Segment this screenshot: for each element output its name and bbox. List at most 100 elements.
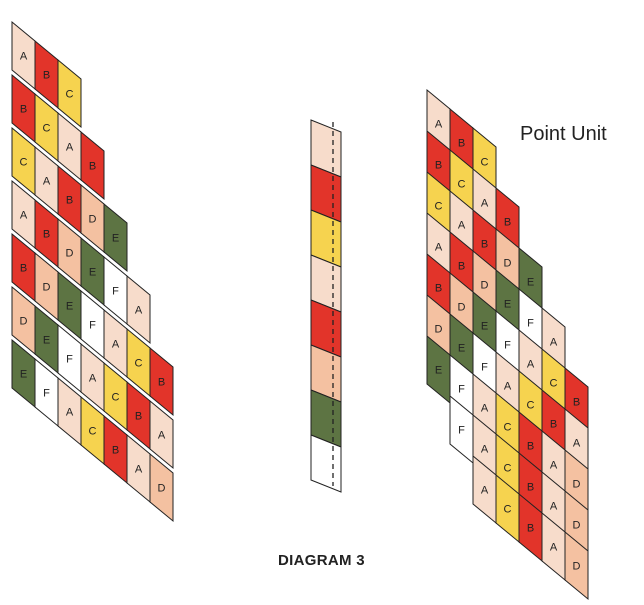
point-unit-row-5-cell-3-letter: E <box>481 321 488 333</box>
left-strip-4-cell-6 <box>126 274 151 345</box>
point-unit-row-1-cell-1-letter: A <box>435 119 443 131</box>
point-unit-row-9-cell-5 <box>564 530 589 601</box>
left-strip-5-cell-7-letter: B <box>158 377 165 389</box>
left-strip-1-cell-2-letter: B <box>43 70 50 82</box>
left-strip-3-cell-1-letter: C <box>20 157 28 169</box>
left-strip-4-cell-1-letter: A <box>20 210 28 222</box>
point-unit-label: Point Unit <box>520 123 607 145</box>
point-unit-row-3-cell-1-letter: C <box>435 201 443 213</box>
point-unit-row-7-cell-6-letter: A <box>550 460 558 472</box>
point-unit-row-6-cell-6-letter: B <box>550 419 557 431</box>
left-strip-4-cell-3-letter: D <box>66 248 74 260</box>
point-unit-row-6-cell-1-letter: D <box>435 324 443 336</box>
point-unit-row-9-cell-4-letter: A <box>550 542 558 554</box>
point-unit-row-8-cell-4-letter: B <box>527 482 534 494</box>
point-unit-row-5-cell-6-letter: C <box>550 378 558 390</box>
point-unit-row-5-cell-4-letter: F <box>504 340 511 352</box>
left-strip-1-cell-3 <box>57 58 82 129</box>
point-unit-row-4-cell-6-letter: A <box>550 337 558 349</box>
point-unit-row-4-cell-3-letter: D <box>481 280 489 292</box>
point-unit-row-3-cell-3-letter: B <box>481 239 488 251</box>
point-unit-row-7-cell-4-letter: C <box>504 422 512 434</box>
point-unit-row-5-cell-2-letter: D <box>458 302 466 314</box>
left-strip-3-cell-3-letter: B <box>66 195 73 207</box>
left-strip-5-cell-5-letter: A <box>112 339 120 351</box>
diagram-caption: DIAGRAM 3 <box>278 552 365 569</box>
point-unit-row-2-cell-3-letter: A <box>481 198 489 210</box>
middle-folded-strip <box>310 119 342 493</box>
point-unit-row-1-cell-2-letter: B <box>458 138 465 150</box>
left-strip-7-cell-4-letter: C <box>89 426 97 438</box>
left-strip-5-cell-4-letter: F <box>89 320 96 332</box>
point-unit-row-3-cell-2-letter: A <box>458 220 466 232</box>
left-strip-2-cell-4 <box>80 130 105 201</box>
left-strip-3-cell-5-letter: E <box>112 233 119 245</box>
point-unit-row-5-cell-5-letter: A <box>527 359 535 371</box>
left-strip-7-cell-3-letter: A <box>66 407 74 419</box>
left-strip-6-cell-1-letter: D <box>20 316 28 328</box>
left-strip-6-cell-7-letter: A <box>158 430 166 442</box>
point-unit-row-6-cell-3-letter: F <box>481 362 488 374</box>
point-unit-row-6-cell-5-letter: C <box>527 400 535 412</box>
left-strip-6-cell-6-letter: B <box>135 411 142 423</box>
point-unit-row-7-cell-7-letter: D <box>573 479 581 491</box>
left-strip-6-cell-3-letter: F <box>66 354 73 366</box>
point-unit-row-8-cell-1-letter: F <box>458 425 465 437</box>
point-unit-row-4-cell-4-letter: E <box>504 299 511 311</box>
point-unit-row-5-cell-7-letter: B <box>573 397 580 409</box>
left-strip-7-cell-1-letter: E <box>20 369 27 381</box>
point-unit-row-7-cell-5-letter: B <box>527 441 534 453</box>
point-unit-row-6-cell-4-letter: A <box>504 381 512 393</box>
point-unit-row-6-cell-2-letter: E <box>458 343 465 355</box>
point-unit-row-9-cell-1-letter: A <box>481 485 489 497</box>
point-unit-row-4-cell-5-letter: F <box>527 318 534 330</box>
point-unit-block: A B C B C A B C A B D E A B D E F A B D E F A C B D E F A C B A E F A C B A D F… <box>426 88 589 601</box>
point-unit-row-4-cell-2-letter: B <box>458 261 465 273</box>
point-unit-row-5-cell-1-letter: B <box>435 283 442 295</box>
left-strip-5-cell-3-letter: E <box>66 301 73 313</box>
left-strip-7-cell-2-letter: F <box>43 388 50 400</box>
left-strip-6-cell-5-letter: C <box>112 392 120 404</box>
point-unit-row-8-cell-5-letter: A <box>550 501 558 513</box>
left-strip-6-cell-4-letter: A <box>89 373 97 385</box>
point-unit-row-2-cell-2-letter: C <box>458 179 466 191</box>
left-strip-3-cell-2-letter: A <box>43 176 51 188</box>
point-unit-row-1-cell-3-letter: C <box>481 157 489 169</box>
left-strip-2-cell-2-letter: C <box>43 123 51 135</box>
point-unit-row-8-cell-2-letter: A <box>481 444 489 456</box>
left-strip-4-cell-2-letter: B <box>43 229 50 241</box>
point-unit-row-9-cell-2-letter: C <box>504 504 512 516</box>
left-strip-7-cell-5-letter: B <box>112 445 119 457</box>
point-unit-row-9-cell-5-letter: D <box>573 561 581 573</box>
point-unit-row-2-cell-4-letter: B <box>504 217 511 229</box>
point-unit-row-6-cell-7-letter: A <box>573 438 581 450</box>
left-strip-2-cell-3-letter: A <box>66 142 74 154</box>
point-unit-row-3-cell-5-letter: E <box>527 277 534 289</box>
point-unit-row-4-cell-1-letter: A <box>435 242 443 254</box>
point-unit-row-8-cell-6-letter: D <box>573 520 581 532</box>
left-strip-5-cell-6-letter: C <box>135 358 143 370</box>
point-unit-row-7-cell-2-letter: F <box>458 384 465 396</box>
left-strip-7-cell-6-letter: A <box>135 464 143 476</box>
left-strip-3-cell-5 <box>103 202 128 273</box>
left-strip-4-cell-4-letter: E <box>89 267 96 279</box>
left-strip-2-cell-1-letter: B <box>20 104 27 116</box>
left-strip-1-cell-1-letter: A <box>20 51 28 63</box>
left-strip-2-cell-4-letter: B <box>89 161 96 173</box>
left-strip-6-cell-7 <box>149 399 174 470</box>
point-unit-row-7-cell-1-letter: E <box>435 365 442 377</box>
point-unit-row-7-cell-3-letter: A <box>481 403 489 415</box>
left-strip-1-cell-3-letter: C <box>66 89 74 101</box>
left-strip-5-cell-1-letter: B <box>20 263 27 275</box>
left-strip-7-cell-7 <box>149 452 174 523</box>
left-strip-3-cell-4-letter: D <box>89 214 97 226</box>
left-strip-6-cell-2-letter: E <box>43 335 50 347</box>
point-unit-row-3-cell-4-letter: D <box>504 258 512 270</box>
left-strip-4-cell-5-letter: F <box>112 286 119 298</box>
left-strip-7-cell-7-letter: D <box>158 483 166 495</box>
point-unit-row-2-cell-1-letter: B <box>435 160 442 172</box>
point-unit-row-9-cell-3-letter: B <box>527 523 534 535</box>
left-strip-4-cell-6-letter: A <box>135 305 143 317</box>
